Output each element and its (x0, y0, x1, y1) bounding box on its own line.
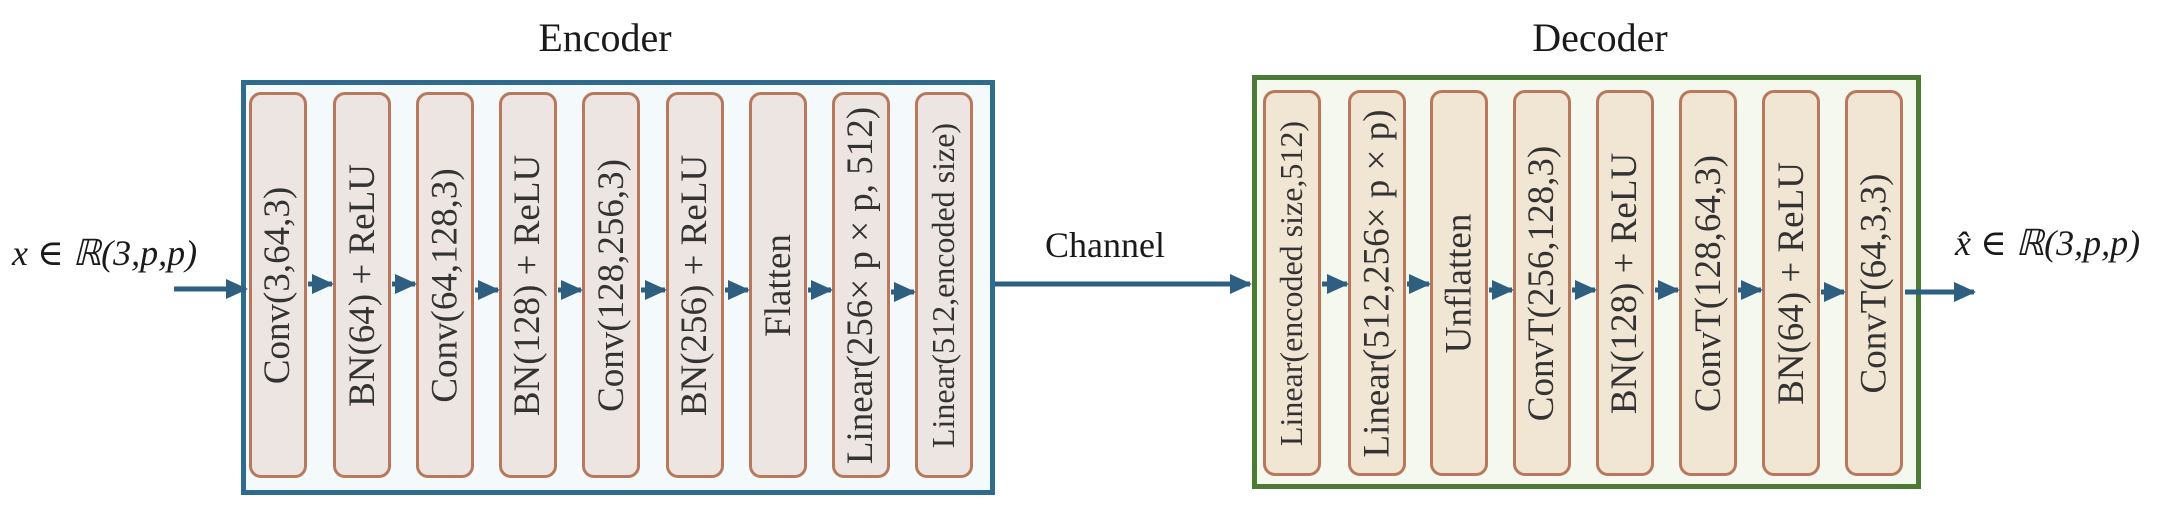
decoder-layer-convt2: ConvT(128,64,3) (1679, 90, 1737, 476)
decoder-layer-linear1: Linear(encoded size,512) (1263, 90, 1321, 476)
encoder-layer-linear2: Linear(512,encoded size) (915, 92, 973, 478)
encoder-layer-flatten: Flatten (749, 92, 807, 478)
encoder-layer-bn1: BN(64) + ReLU (333, 92, 391, 478)
decoder-layer-unflatten: Unflatten (1430, 90, 1488, 476)
decoder-layer-convt3: ConvT(64,3,3) (1845, 90, 1903, 476)
channel-label: Channel (1045, 225, 1165, 265)
output-label: x̂ ∈ ℝ(3,p,p) (1955, 223, 2141, 263)
encoder-title: Encoder (538, 15, 672, 60)
decoder-layer-linear2: Linear(512,256× p × p) (1348, 90, 1406, 476)
encoder-layer-conv2: Conv(64,128,3) (416, 92, 474, 478)
decoder-layer-convt1: ConvT(256,128,3) (1513, 90, 1571, 476)
encoder-layer-bn3: BN(256) + ReLU (666, 92, 724, 478)
input-label: x ∈ ℝ(3,p,p) (12, 233, 198, 273)
encoder-layer-conv1: Conv(3,64,3) (249, 92, 307, 478)
decoder-title: Decoder (1532, 15, 1668, 60)
decoder-layer-bn1: BN(128) + ReLU (1596, 90, 1654, 476)
encoder-layer-linear1: Linear(256× p × p, 512) (832, 92, 890, 478)
encoder-layer-conv3: Conv(128,256,3) (582, 92, 640, 478)
encoder-layer-bn2: BN(128) + ReLU (499, 92, 557, 478)
decoder-layer-bn2: BN(64) + ReLU (1762, 90, 1820, 476)
